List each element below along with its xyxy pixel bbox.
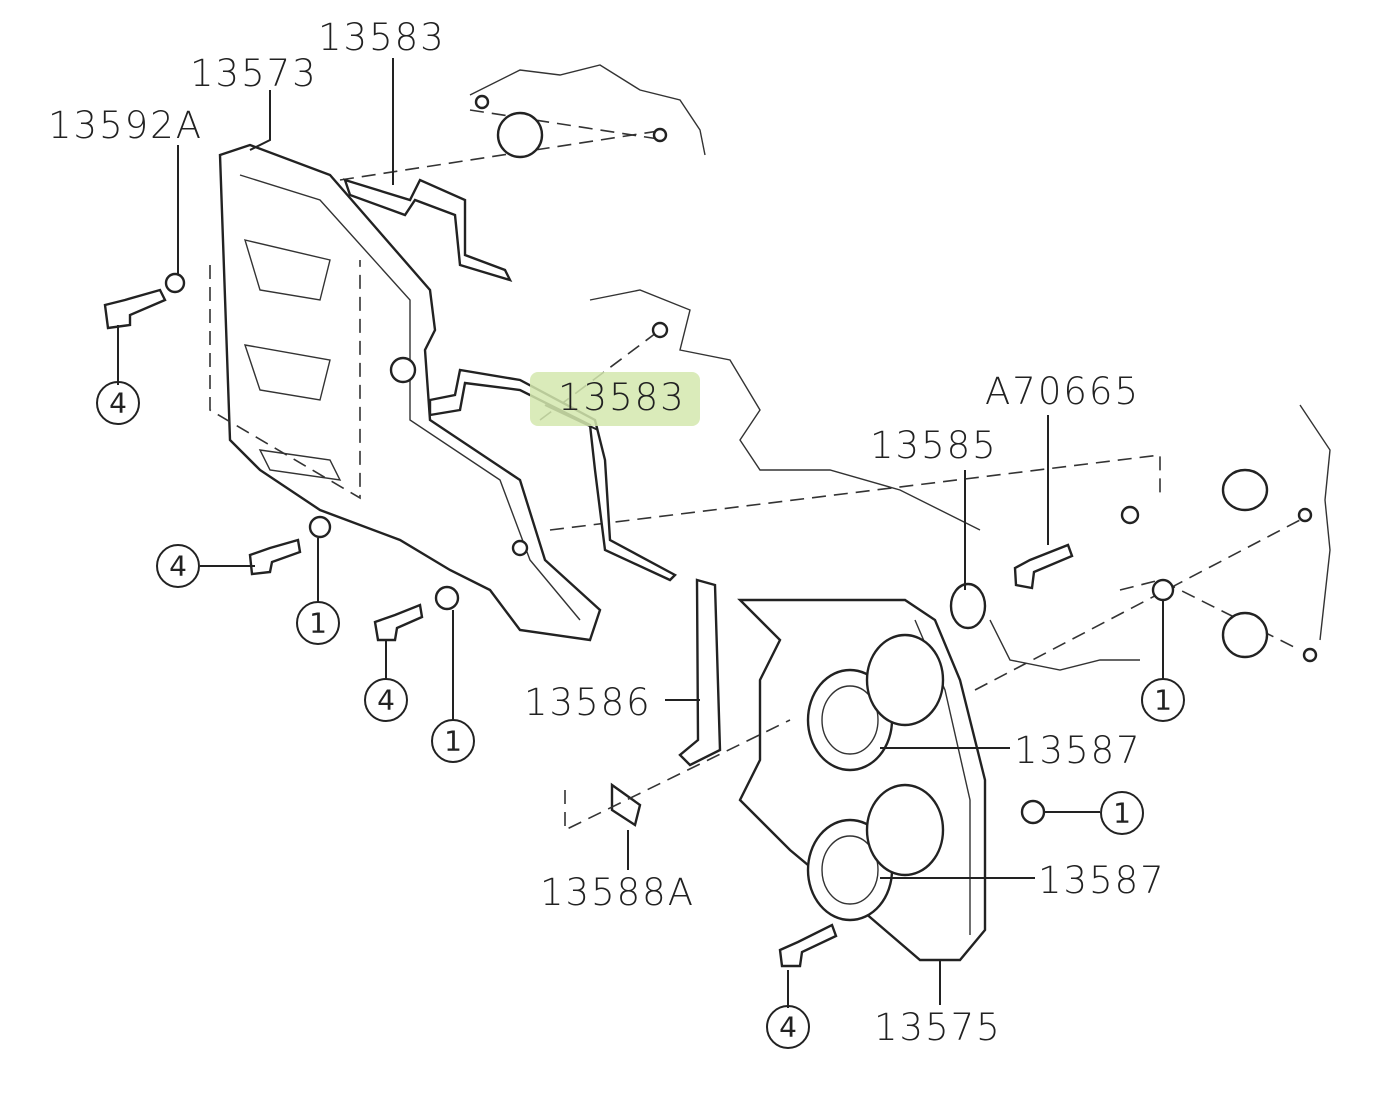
svg-text:1: 1 [444,725,462,758]
label-13575[interactable]: 13575 [874,1006,1002,1049]
svg-text:1: 1 [1154,684,1172,717]
label-13592A[interactable]: 13592A [48,104,203,147]
callout-4: 4 [96,381,140,425]
callout-4: 4 [364,678,408,722]
right-timing-cover [564,578,987,962]
callout-1: 1 [1141,678,1185,722]
left-timing-cover [209,143,602,642]
svg-text:1: 1 [309,607,327,640]
svg-text:1: 1 [1113,797,1131,830]
svg-text:4: 4 [109,387,127,420]
label-A70665[interactable]: A70665 [985,370,1140,413]
svg-text:4: 4 [779,1011,797,1044]
svg-text:4: 4 [377,684,395,717]
label-13583-highlighted[interactable]: 13583 [558,376,686,419]
label-highlight [530,372,700,426]
label-13587-lower[interactable]: 13587 [1038,859,1166,902]
label-13588A[interactable]: 13588A [540,871,695,914]
callout-4: 4 [766,1005,810,1049]
callout-1: 1 [1100,791,1144,835]
label-13585[interactable]: 13585 [870,424,998,467]
upper-gasket [343,178,513,282]
callout-1: 1 [431,719,475,763]
callout-4: 4 [156,544,200,588]
label-13587-upper[interactable]: 13587 [1014,729,1142,772]
fasteners [103,272,1175,968]
callout-1: 1 [296,601,340,645]
highlighted-gasket [428,368,677,582]
engine-block-outline [339,64,1331,691]
label-13586[interactable]: 13586 [524,681,652,724]
svg-text:4: 4 [169,550,187,583]
label-13573[interactable]: 13573 [190,52,318,95]
label-13583-upper[interactable]: 13583 [318,16,446,59]
